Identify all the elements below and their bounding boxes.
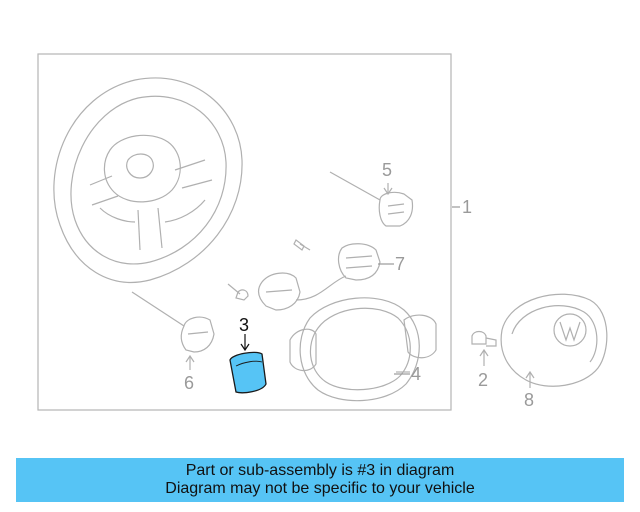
part-6-switch-drawing [131, 291, 215, 370]
callout-4: 4 [411, 364, 421, 384]
callout-6: 6 [184, 373, 194, 393]
callout-2: 2 [478, 370, 488, 390]
part-4-trim-drawing [289, 297, 437, 402]
callout-3: 3 [239, 315, 249, 335]
info-banner: Part or sub-assembly is #3 in diagram Di… [16, 458, 624, 502]
part-8-airbag-drawing [500, 293, 608, 388]
banner-line-1: Part or sub-assembly is #3 in diagram [185, 462, 455, 479]
part-5-switch-drawing [329, 171, 414, 227]
callout-8: 8 [524, 390, 534, 410]
steering-wheel-drawing [53, 77, 243, 283]
part-7-switch-drawing [227, 239, 381, 311]
callout-5: 5 [382, 160, 392, 180]
part-3-highlighted-cap [229, 334, 267, 394]
callout-1: 1 [462, 197, 472, 217]
assembly-frame [37, 53, 452, 411]
callout-7: 7 [395, 254, 405, 274]
banner-line-2: Diagram may not be specific to your vehi… [165, 480, 475, 497]
parts-diagram: 1 5 7 3 4 6 2 8 [37, 53, 608, 411]
part-2-screw-drawing [471, 330, 497, 366]
